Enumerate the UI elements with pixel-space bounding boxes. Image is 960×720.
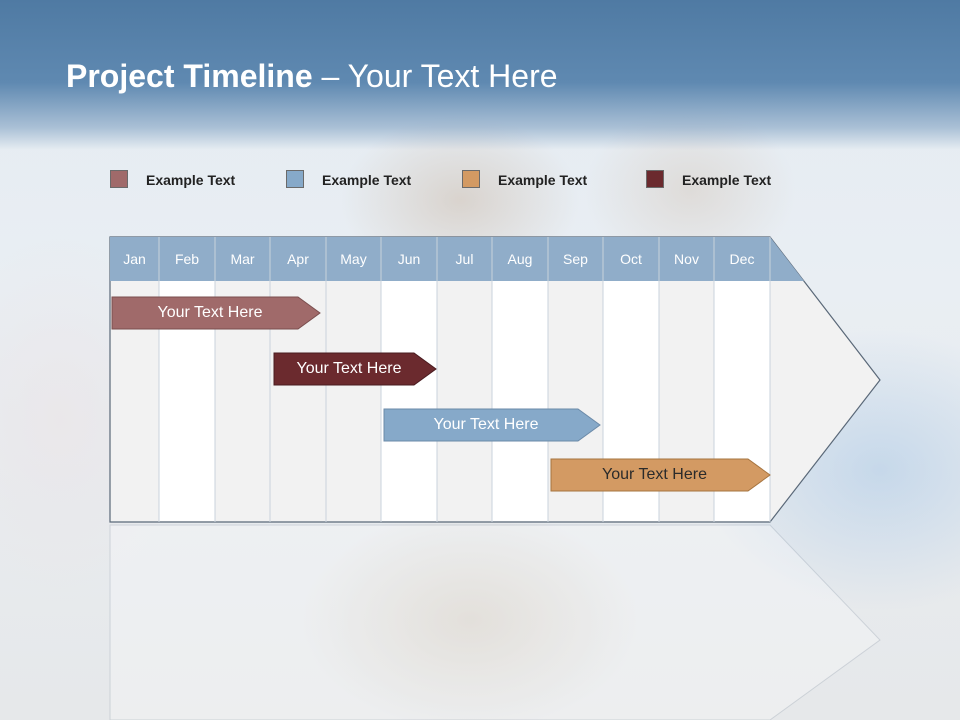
- month-dec: Dec: [729, 251, 755, 267]
- task-label-3: Your Text Here: [433, 416, 539, 433]
- month-apr: Apr: [287, 251, 309, 267]
- task-arrow-3: [383, 408, 601, 442]
- month-aug: Aug: [507, 251, 533, 267]
- legend-swatch: [462, 170, 480, 188]
- legend-swatch: [646, 170, 664, 188]
- legend-swatch: [286, 170, 304, 188]
- task-label-1: Your Text Here: [157, 304, 263, 321]
- month-header-bar: [110, 237, 804, 281]
- legend-label: Example Text: [682, 172, 772, 188]
- month-column: [492, 281, 548, 521]
- legend-swatch: [110, 170, 128, 188]
- title-bold: Project Timeline: [66, 58, 313, 94]
- month-mar: Mar: [230, 251, 255, 267]
- month-oct: Oct: [620, 251, 642, 267]
- legend-label: Example Text: [498, 172, 588, 188]
- month-nov: Nov: [674, 251, 699, 267]
- task-arrow-2: [273, 352, 437, 386]
- month-jun: Jun: [397, 251, 421, 267]
- task-label-4: Your Text Here: [602, 466, 707, 483]
- timeline-reflection: [109, 524, 881, 720]
- month-jan: Jan: [123, 251, 146, 267]
- legend-label: Example Text: [322, 172, 412, 188]
- task-arrow-4: [550, 458, 771, 492]
- slide-title: Project Timeline – Your Text Here: [66, 58, 558, 95]
- legend-label: Example Text: [146, 172, 236, 188]
- month-jul: Jul: [455, 251, 474, 267]
- title-band: [0, 0, 960, 150]
- month-may: May: [340, 251, 367, 267]
- month-feb: Feb: [174, 251, 200, 267]
- month-column: [381, 281, 437, 521]
- task-arrow-1: [111, 296, 321, 330]
- task-label-2: Your Text Here: [296, 360, 402, 377]
- title-rest: – Your Text Here: [312, 58, 558, 94]
- month-sep: Sep: [563, 251, 588, 267]
- legend: Example Text Example Text Example Text E…: [0, 170, 960, 194]
